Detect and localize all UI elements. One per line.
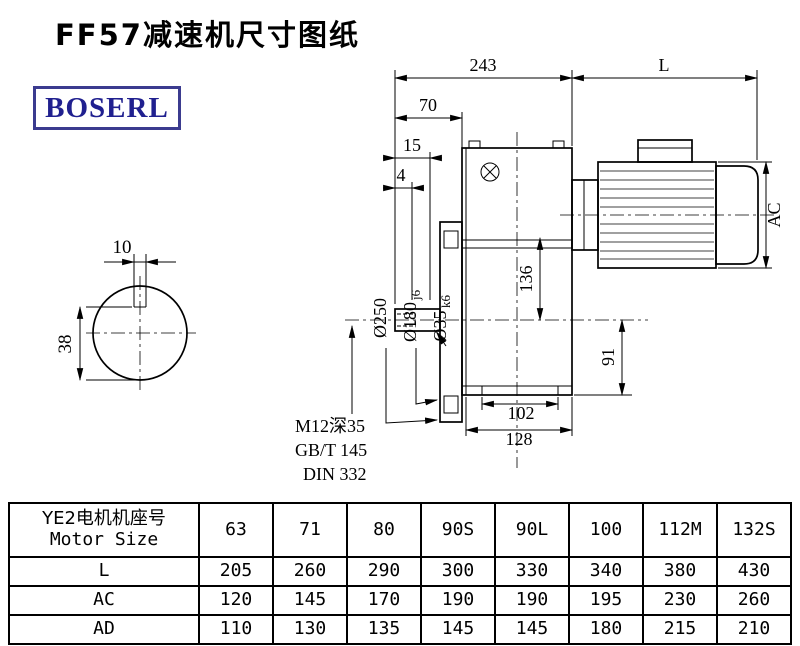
flange-bolt-hole — [443, 395, 459, 414]
page-title: FF57减速机尺寸图纸 — [55, 18, 360, 52]
shaft-end-view: 10 38 — [55, 237, 196, 392]
dim-15: 15 — [403, 135, 421, 155]
table-header-cn: YE2电机机座号 — [42, 508, 166, 530]
dim-total-width: 243 — [470, 55, 497, 75]
motor-size-table: YE2电机机座号 Motor Size 63 71 80 90S 90L 100… — [8, 502, 792, 645]
cell: 170 — [346, 585, 422, 616]
label-pilot-tolerance: j6 — [408, 289, 423, 301]
table-header-en: Motor Size — [49, 529, 159, 550]
table-row-AD: AD 110 130 135 145 145 180 215 210 — [8, 614, 792, 645]
cell: 145 — [420, 614, 496, 645]
cell: 180 — [568, 614, 644, 645]
fan-cover — [715, 165, 759, 265]
dim-key-width: 10 — [113, 237, 132, 258]
cell: 195 — [568, 585, 644, 616]
dim-128: 128 — [506, 429, 533, 449]
cell: 330 — [494, 556, 570, 587]
dim-4: 4 — [397, 165, 406, 185]
col-header-63: 63 — [198, 502, 274, 558]
table-row-L: L 205 260 290 300 330 340 380 430 — [8, 556, 792, 587]
label-flange-dia: Ø250 — [370, 298, 390, 338]
brand-logo: BOSERL — [33, 86, 181, 130]
note-din-standard: DIN 332 — [303, 464, 367, 484]
dimensions: 243 L 70 15 4 AC 136 91 — [383, 55, 784, 449]
annotations: Ø250 Ø180 j6 Ø35 k6 M12深35 GB/T 145 DIN … — [295, 289, 453, 484]
cell: 215 — [642, 614, 718, 645]
side-view — [345, 132, 776, 468]
dim-motor-height: AC — [764, 202, 784, 227]
cell: 300 — [420, 556, 496, 587]
cell: 145 — [494, 614, 570, 645]
housing-bolt — [468, 140, 481, 149]
col-header-71: 71 — [272, 502, 348, 558]
gearbox-technical-drawing: 10 38 — [55, 55, 784, 484]
col-header-90l: 90L — [494, 502, 570, 558]
cell: 430 — [716, 556, 792, 587]
cell: 190 — [420, 585, 496, 616]
row-label-AD: AD — [8, 614, 200, 645]
motor-fins — [600, 170, 714, 260]
dim-102: 102 — [508, 403, 535, 423]
flange-bolt-hole — [443, 230, 459, 249]
cell: 145 — [272, 585, 348, 616]
label-pilot-dia: Ø180 — [400, 302, 420, 342]
dim-70: 70 — [419, 95, 437, 115]
col-header-90s: 90S — [420, 502, 496, 558]
note-tapped-hole: M12深35 — [295, 416, 365, 436]
label-shaft-tolerance: k6 — [438, 295, 453, 309]
cell: 110 — [198, 614, 274, 645]
row-label-L: L — [8, 556, 200, 587]
dim-136: 136 — [516, 266, 536, 293]
row-label-AC: AC — [8, 585, 200, 616]
dim-91: 91 — [598, 348, 618, 366]
dim-shaft-key-height: 38 — [55, 335, 76, 354]
housing-bolt — [552, 140, 565, 149]
cell: 135 — [346, 614, 422, 645]
note-gb-standard: GB/T 145 — [295, 440, 367, 460]
table-row-AC: AC 120 145 170 190 190 195 230 260 — [8, 585, 792, 616]
cell: 190 — [494, 585, 570, 616]
table-header-row: YE2电机机座号 Motor Size 63 71 80 90S 90L 100… — [8, 502, 792, 558]
cell: 260 — [272, 556, 348, 587]
cell: 205 — [198, 556, 274, 587]
terminal-box — [637, 139, 693, 163]
col-header-100: 100 — [568, 502, 644, 558]
cell: 260 — [716, 585, 792, 616]
cell: 210 — [716, 614, 792, 645]
table-header-motor-size: YE2电机机座号 Motor Size — [8, 502, 200, 558]
col-header-112m: 112M — [642, 502, 718, 558]
gear-housing — [461, 147, 573, 396]
cell: 380 — [642, 556, 718, 587]
cell: 230 — [642, 585, 718, 616]
cell: 120 — [198, 585, 274, 616]
dim-motor-length: L — [659, 55, 670, 75]
cell: 340 — [568, 556, 644, 587]
col-header-132s: 132S — [716, 502, 792, 558]
oil-plug-icon — [480, 162, 500, 182]
cell: 290 — [346, 556, 422, 587]
cell: 130 — [272, 614, 348, 645]
col-header-80: 80 — [346, 502, 422, 558]
